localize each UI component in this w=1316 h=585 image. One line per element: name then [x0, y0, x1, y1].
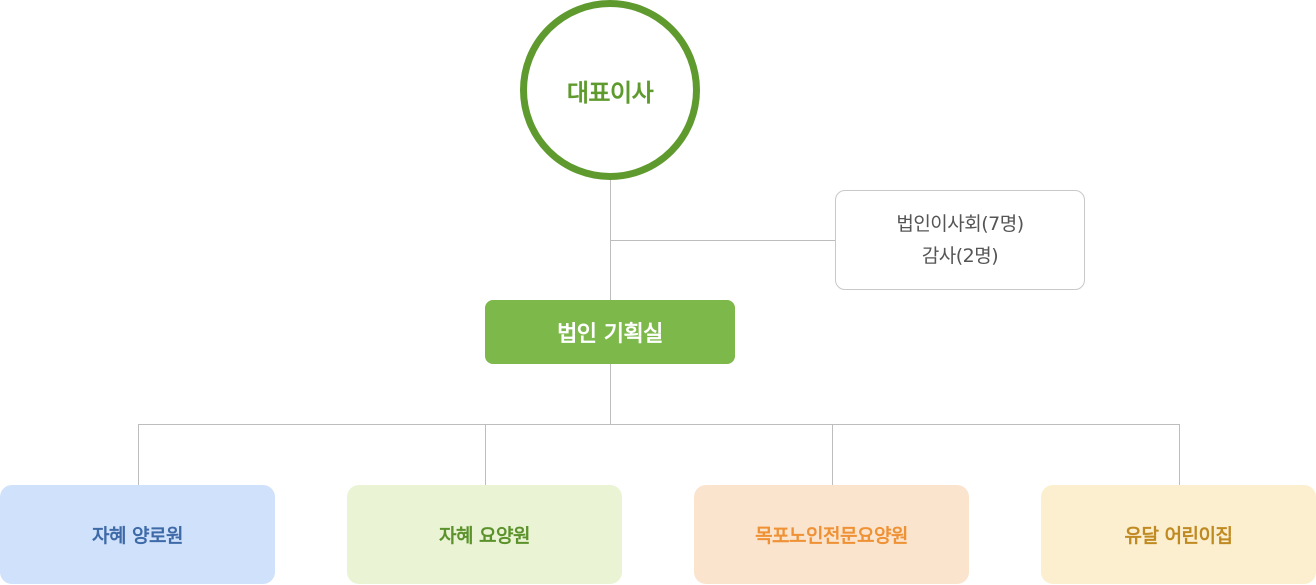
- connector-unit-3: [832, 424, 833, 485]
- ceo-node: 대표이사: [520, 0, 700, 180]
- connector-root-to-planning: [610, 178, 611, 300]
- connector-unit-1: [138, 424, 139, 485]
- unit-node: 목포노인전문요양원: [694, 485, 969, 584]
- unit-label: 자혜 요양원: [438, 525, 531, 547]
- connector-unit-4: [1179, 424, 1180, 485]
- connector-unit-2: [485, 424, 486, 485]
- unit-node: 자혜 양로원: [0, 485, 275, 584]
- unit-node: 유달 어린이집: [1041, 485, 1316, 584]
- unit-label: 목포노인전문요양원: [755, 525, 908, 547]
- auditor-label: 감사(2명): [921, 245, 999, 267]
- connector-units-bus: [138, 424, 1180, 425]
- board-label: 법인이사회(7명): [896, 213, 1024, 235]
- planning-office-label: 법인 기획실: [557, 322, 663, 347]
- unit-label: 자혜 양로원: [91, 525, 184, 547]
- board-auditor-box: 법인이사회(7명) 감사(2명): [835, 190, 1085, 290]
- ceo-label: 대표이사: [566, 78, 654, 107]
- connector-to-advisory: [610, 240, 836, 241]
- connector-planning-down: [610, 364, 611, 424]
- unit-label: 유달 어린이집: [1124, 525, 1234, 547]
- unit-node: 자혜 요양원: [347, 485, 622, 584]
- planning-office-node: 법인 기획실: [485, 300, 735, 364]
